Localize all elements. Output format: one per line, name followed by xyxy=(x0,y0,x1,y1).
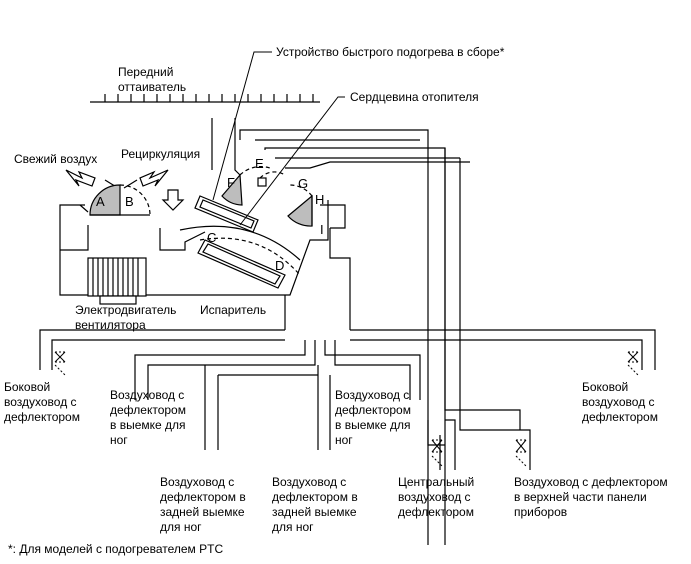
damper-c-label: C xyxy=(207,230,217,245)
distribution-ducts xyxy=(39,148,656,470)
heater-core-unit xyxy=(194,195,259,233)
damper-f-label: F xyxy=(227,175,235,190)
damper-gh xyxy=(287,184,313,227)
foot-duct-front-left-label: Воздуховод с дефлектором в выемке для но… xyxy=(110,388,186,447)
evaporator-label: Испаритель xyxy=(200,303,267,317)
damper-ab xyxy=(89,184,151,216)
blower-motor xyxy=(87,257,147,305)
damper-d-label: D xyxy=(275,258,285,273)
defroster-outlets xyxy=(90,94,320,103)
fresh-air-label: Свежий воздух xyxy=(14,152,98,166)
recirculation-label: Рециркуляция xyxy=(121,147,201,161)
upper-panel-label: Воздуховод с дефлектором в верхней части… xyxy=(514,475,668,519)
vent-symbols xyxy=(54,351,639,467)
rear-foot-right-label: Воздуховод с дефлектором в задней выемке… xyxy=(272,475,358,534)
blower-motor-label: Электродвигатель вентилятора xyxy=(75,303,177,332)
center-register-label: Центральный воздуховод с дефлектором xyxy=(398,475,475,519)
damper-i-label: I xyxy=(320,222,324,237)
side-register-left-label: Боковой воздуховод с дефлектором xyxy=(4,380,80,424)
foot-duct-front-right-label: Воздуховод с дефлектором в выемке для но… xyxy=(335,388,411,447)
heater-core-label: Сердцевина отопителя xyxy=(350,90,479,104)
leader-lines xyxy=(212,51,345,226)
footnote: *: Для моделей с подогревателем PTC xyxy=(8,542,224,556)
front-defroster-label: Передний оттаиватель xyxy=(118,65,187,94)
damper-g-label: G xyxy=(298,176,309,191)
damper-a-label: A xyxy=(96,194,105,209)
rear-foot-left-label: Воздуховод с дефлектором в задней выемке… xyxy=(160,475,246,534)
side-register-right-label: Боковой воздуховод с дефлектором xyxy=(582,380,658,424)
damper-e-label: E xyxy=(255,156,264,171)
heater-assy-label: Устройство быстрого подогрева в сборе* xyxy=(276,45,505,59)
damper-b-label: B xyxy=(125,194,134,209)
hvac-housing xyxy=(59,118,470,545)
damper-f xyxy=(221,165,271,206)
evaporator-core xyxy=(197,239,286,289)
damper-h-label: H xyxy=(315,192,325,207)
damper-e xyxy=(257,171,286,187)
